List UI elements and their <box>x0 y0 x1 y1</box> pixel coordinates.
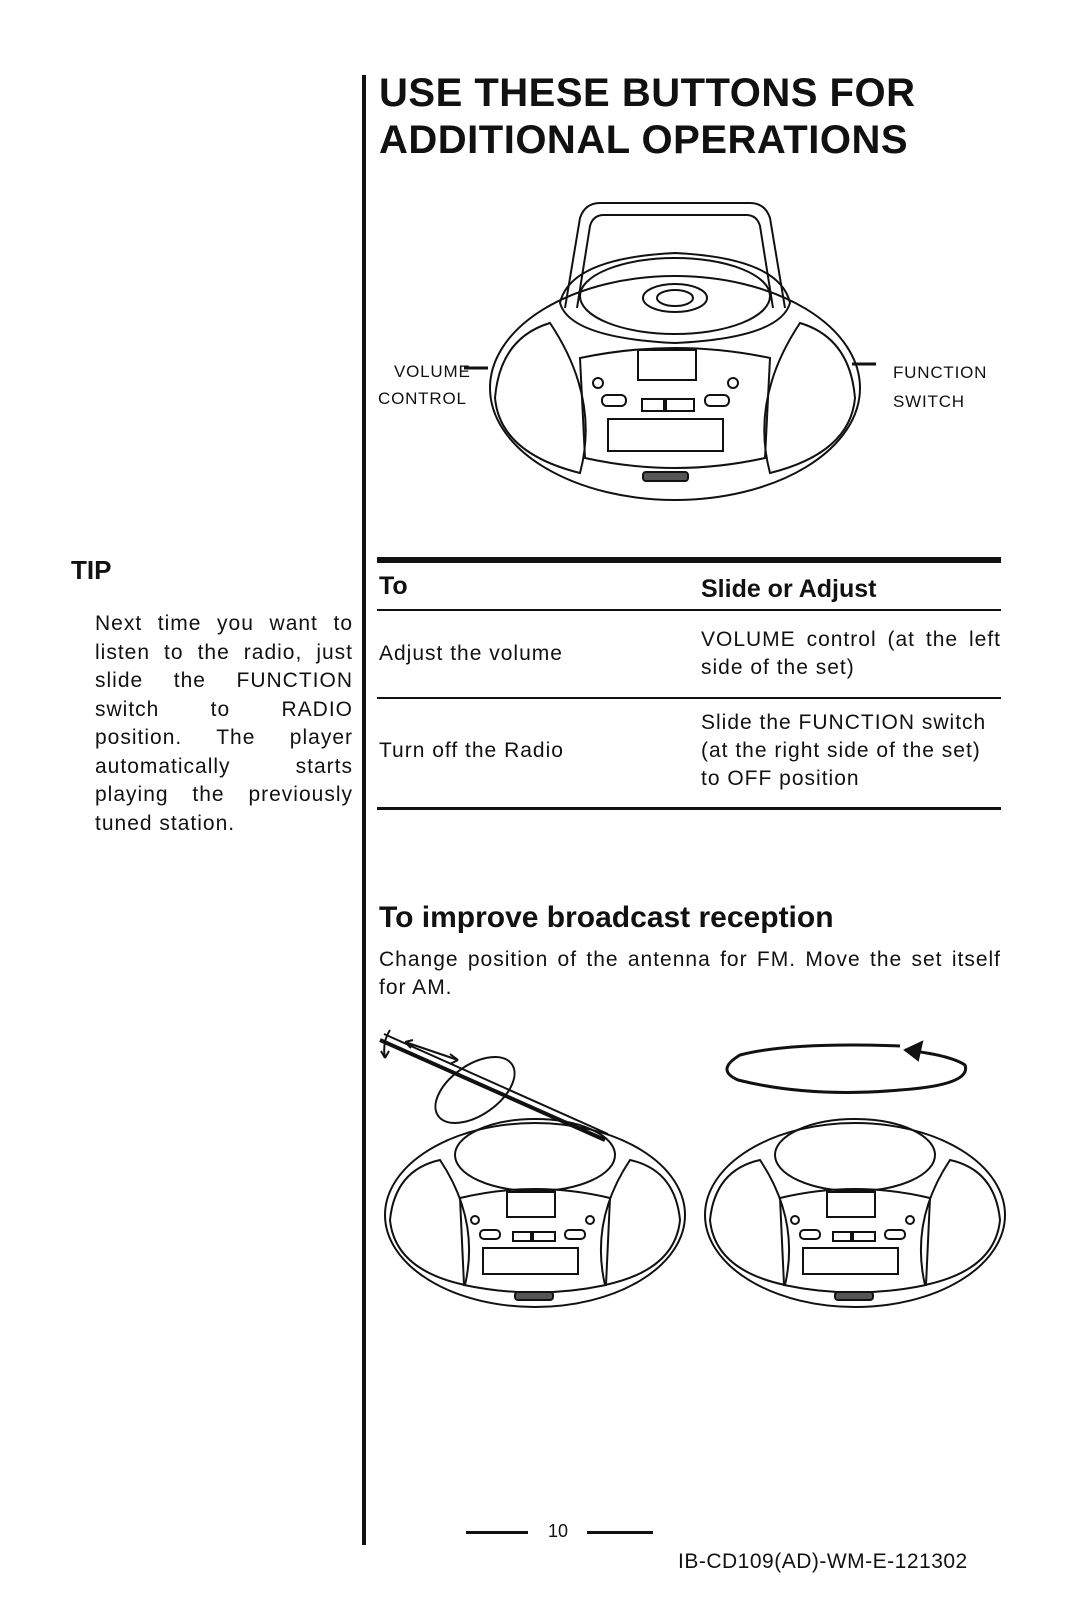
fm-antenna-illustration <box>379 1029 686 1308</box>
reception-text: Change position of the antenna for FM. M… <box>379 948 1001 999</box>
table-row-rule <box>377 697 1001 699</box>
volume-label-line-2: CONTROL <box>378 389 467 408</box>
page-number: 10 <box>548 1521 569 1541</box>
table-top-rule <box>377 557 1001 563</box>
table-row-2-action: Slide the FUNCTION switch (at the right … <box>701 711 987 790</box>
page-title-line-2: ADDITIONAL OPERATIONS <box>379 118 909 162</box>
volume-label-line-1: VOLUME <box>394 362 471 381</box>
table-header-action: Slide or Adjust <box>701 575 877 603</box>
table-row-1-to: Adjust the volume <box>379 642 563 665</box>
footer-rule-right <box>587 1531 653 1534</box>
tip-text: Next time you want to listen to the radi… <box>95 612 353 835</box>
tip-heading: TIP <box>71 555 112 585</box>
boombox-illustration <box>464 202 876 501</box>
table-header-rule <box>377 609 1001 611</box>
table-row-1-action: VOLUME control (at the left side of the … <box>701 628 1001 679</box>
table-row-2-to: Turn off the Radio <box>379 739 564 762</box>
am-rotate-illustration <box>704 1040 1006 1308</box>
function-label-line-1: FUNCTION <box>893 363 988 382</box>
table-bottom-rule <box>377 807 1001 810</box>
column-divider <box>362 75 366 1545</box>
reception-heading: To improve broadcast reception <box>379 901 834 934</box>
document-code: IB-CD109(AD)-WM-E-121302 <box>678 1550 968 1573</box>
function-label-line-2: SWITCH <box>893 392 965 411</box>
footer-rule-left <box>466 1531 528 1534</box>
page-title-line-1: USE THESE BUTTONS FOR <box>379 71 916 115</box>
table-header-to: To <box>379 572 408 600</box>
page-title: USE THESE BUTTONS FOR ADDITIONAL OPERATI… <box>379 70 1019 164</box>
